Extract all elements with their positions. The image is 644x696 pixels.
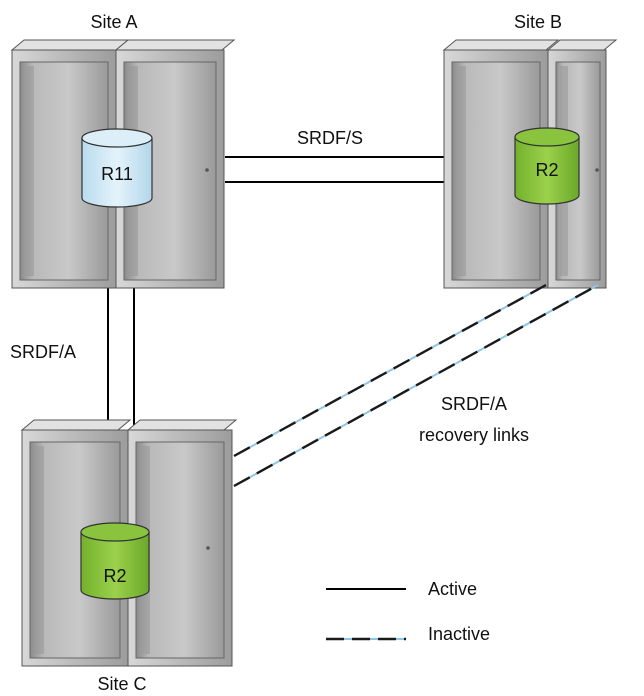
volume-r2-site-b-cylinder: R2: [514, 127, 580, 205]
legend-active-label: Active: [428, 579, 477, 599]
srdf-s-label: SRDF/S: [297, 128, 363, 148]
volume-r11-cylinder: R11: [81, 128, 153, 208]
recovery-links-inactive: [233, 283, 599, 488]
volume-r2-site-b-label: R2: [535, 160, 558, 180]
legend-inactive-label: Inactive: [428, 624, 490, 644]
recovery-label-line2: recovery links: [419, 425, 529, 445]
volume-r11-label: R11: [101, 164, 133, 184]
volume-r2-site-c-label: R2: [103, 566, 126, 586]
srdf-a-label: SRDF/A: [10, 342, 76, 362]
link-a-c-srdf-a: [107, 285, 135, 432]
volume-r2-site-c-cylinder: R2: [80, 522, 150, 600]
site-a-label: Site A: [90, 12, 137, 32]
site-b-label: Site B: [514, 12, 562, 32]
site-c-label: Site C: [97, 674, 146, 694]
legend: Active Inactive: [326, 579, 490, 644]
recovery-label-line1: SRDF/A: [441, 394, 507, 414]
link-a-b-srdf-s: [225, 156, 448, 183]
